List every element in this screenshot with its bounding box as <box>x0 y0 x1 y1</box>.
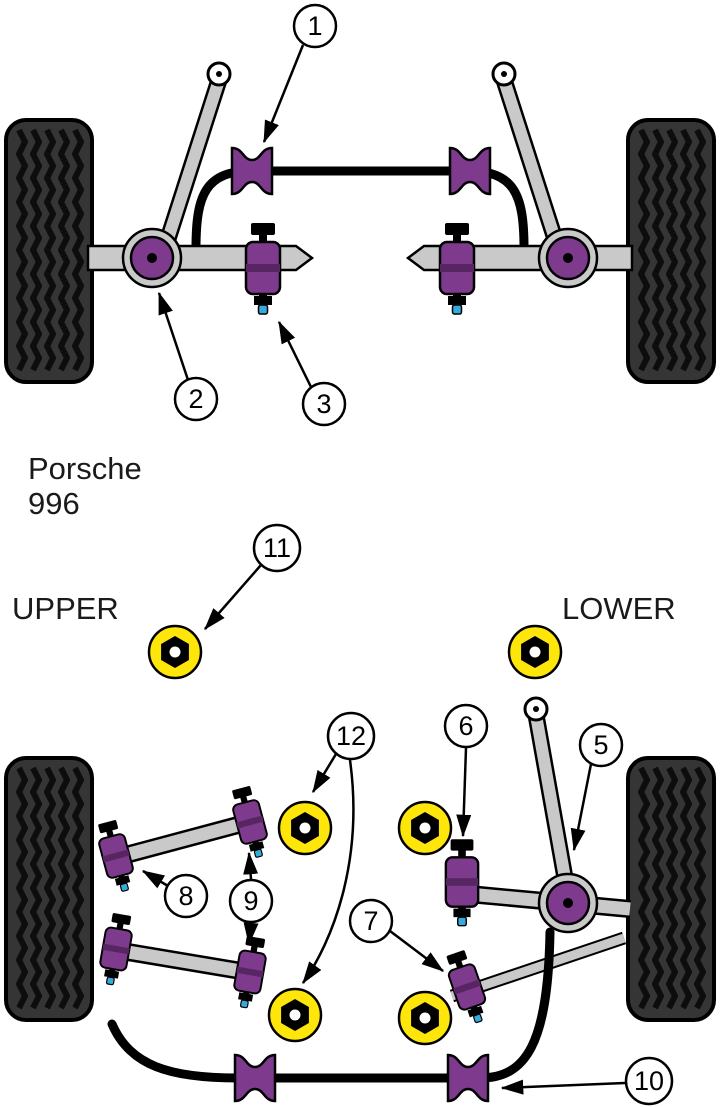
front-arb-bush-left <box>230 146 274 196</box>
rear-drop-link <box>523 696 574 887</box>
front-right-drop-link <box>491 61 565 251</box>
rear-right-tire <box>628 758 714 1020</box>
callout-5: 5 <box>578 722 624 768</box>
rear-upper-inner-bush-left <box>277 800 333 856</box>
callout-11-arrow <box>204 564 262 630</box>
callout-7: 7 <box>348 898 394 944</box>
svg-text:6: 6 <box>458 711 473 741</box>
rear-left-tire <box>6 758 92 1020</box>
front-right-arm-rear-bush <box>438 221 476 316</box>
front-arb-bush-right <box>448 146 492 196</box>
rear-arm-inner-bush <box>444 838 480 927</box>
svg-text:9: 9 <box>243 886 258 916</box>
svg-text:12: 12 <box>336 721 366 751</box>
rear-arb-bush-right <box>446 1053 490 1103</box>
front-right-tire <box>628 120 714 382</box>
lower-bush <box>507 624 563 680</box>
front-anti-roll-bar <box>191 166 529 253</box>
rear-lower-arm-inner-bush <box>229 934 271 1011</box>
callout-5-arrow <box>570 763 593 852</box>
callout-8: 8 <box>163 873 209 919</box>
svg-text:11: 11 <box>263 533 291 563</box>
model-number: 996 <box>28 486 80 521</box>
lower-label: LOWER <box>562 591 676 626</box>
callout-3: 3 <box>301 381 347 427</box>
callout-12-arrow-long <box>301 759 355 985</box>
rear-upper-inner-bush-right <box>397 800 453 856</box>
rear-arb-bush-left <box>233 1053 277 1103</box>
callout-6: 6 <box>443 703 489 749</box>
callout-10-arrow <box>500 1079 626 1095</box>
callout-3-arrow <box>277 320 313 388</box>
callout-12-arrow-short <box>311 753 338 794</box>
rear-lower-inner-bush-right <box>397 990 453 1046</box>
front-left-arm-rear-bush <box>244 221 282 316</box>
svg-text:5: 5 <box>593 730 608 760</box>
svg-text:3: 3 <box>316 389 331 419</box>
front-left-drop-link <box>158 61 232 251</box>
front-left-arm-front-bush <box>121 227 183 289</box>
callout-1-arrow <box>262 44 305 144</box>
front-left-tire <box>6 120 92 382</box>
rear-hub-bush <box>537 872 599 934</box>
upper-label: UPPER <box>12 591 119 626</box>
callout-2-arrow <box>157 291 190 381</box>
front-right-arm-front-bush <box>537 227 599 289</box>
callout-11: 11 <box>252 523 302 573</box>
rear-left-upper-arm <box>119 812 256 865</box>
callout-10: 10 <box>624 1056 674 1106</box>
svg-text:7: 7 <box>363 906 378 936</box>
callout-6-arrow <box>456 747 472 838</box>
svg-text:1: 1 <box>307 11 322 41</box>
callout-12: 12 <box>326 711 376 761</box>
callout-9-arrow-up <box>243 851 259 880</box>
upper-bush <box>147 624 203 680</box>
callout-1: 1 <box>292 3 338 49</box>
callout-2: 2 <box>173 376 219 422</box>
callout-9-arrow-down <box>243 922 259 946</box>
rear-lower-arm-outer-bush <box>95 911 137 988</box>
callout-8-arrow <box>141 869 169 889</box>
svg-text:10: 10 <box>634 1066 664 1096</box>
svg-text:8: 8 <box>178 881 193 911</box>
rear-left-lower-arm <box>120 942 255 982</box>
callout-9: 9 <box>228 878 274 924</box>
callout-7-arrow <box>389 930 444 972</box>
rear-lower-inner-bush-left <box>267 987 323 1043</box>
model-name: Porsche <box>28 451 142 486</box>
svg-text:2: 2 <box>188 384 203 414</box>
